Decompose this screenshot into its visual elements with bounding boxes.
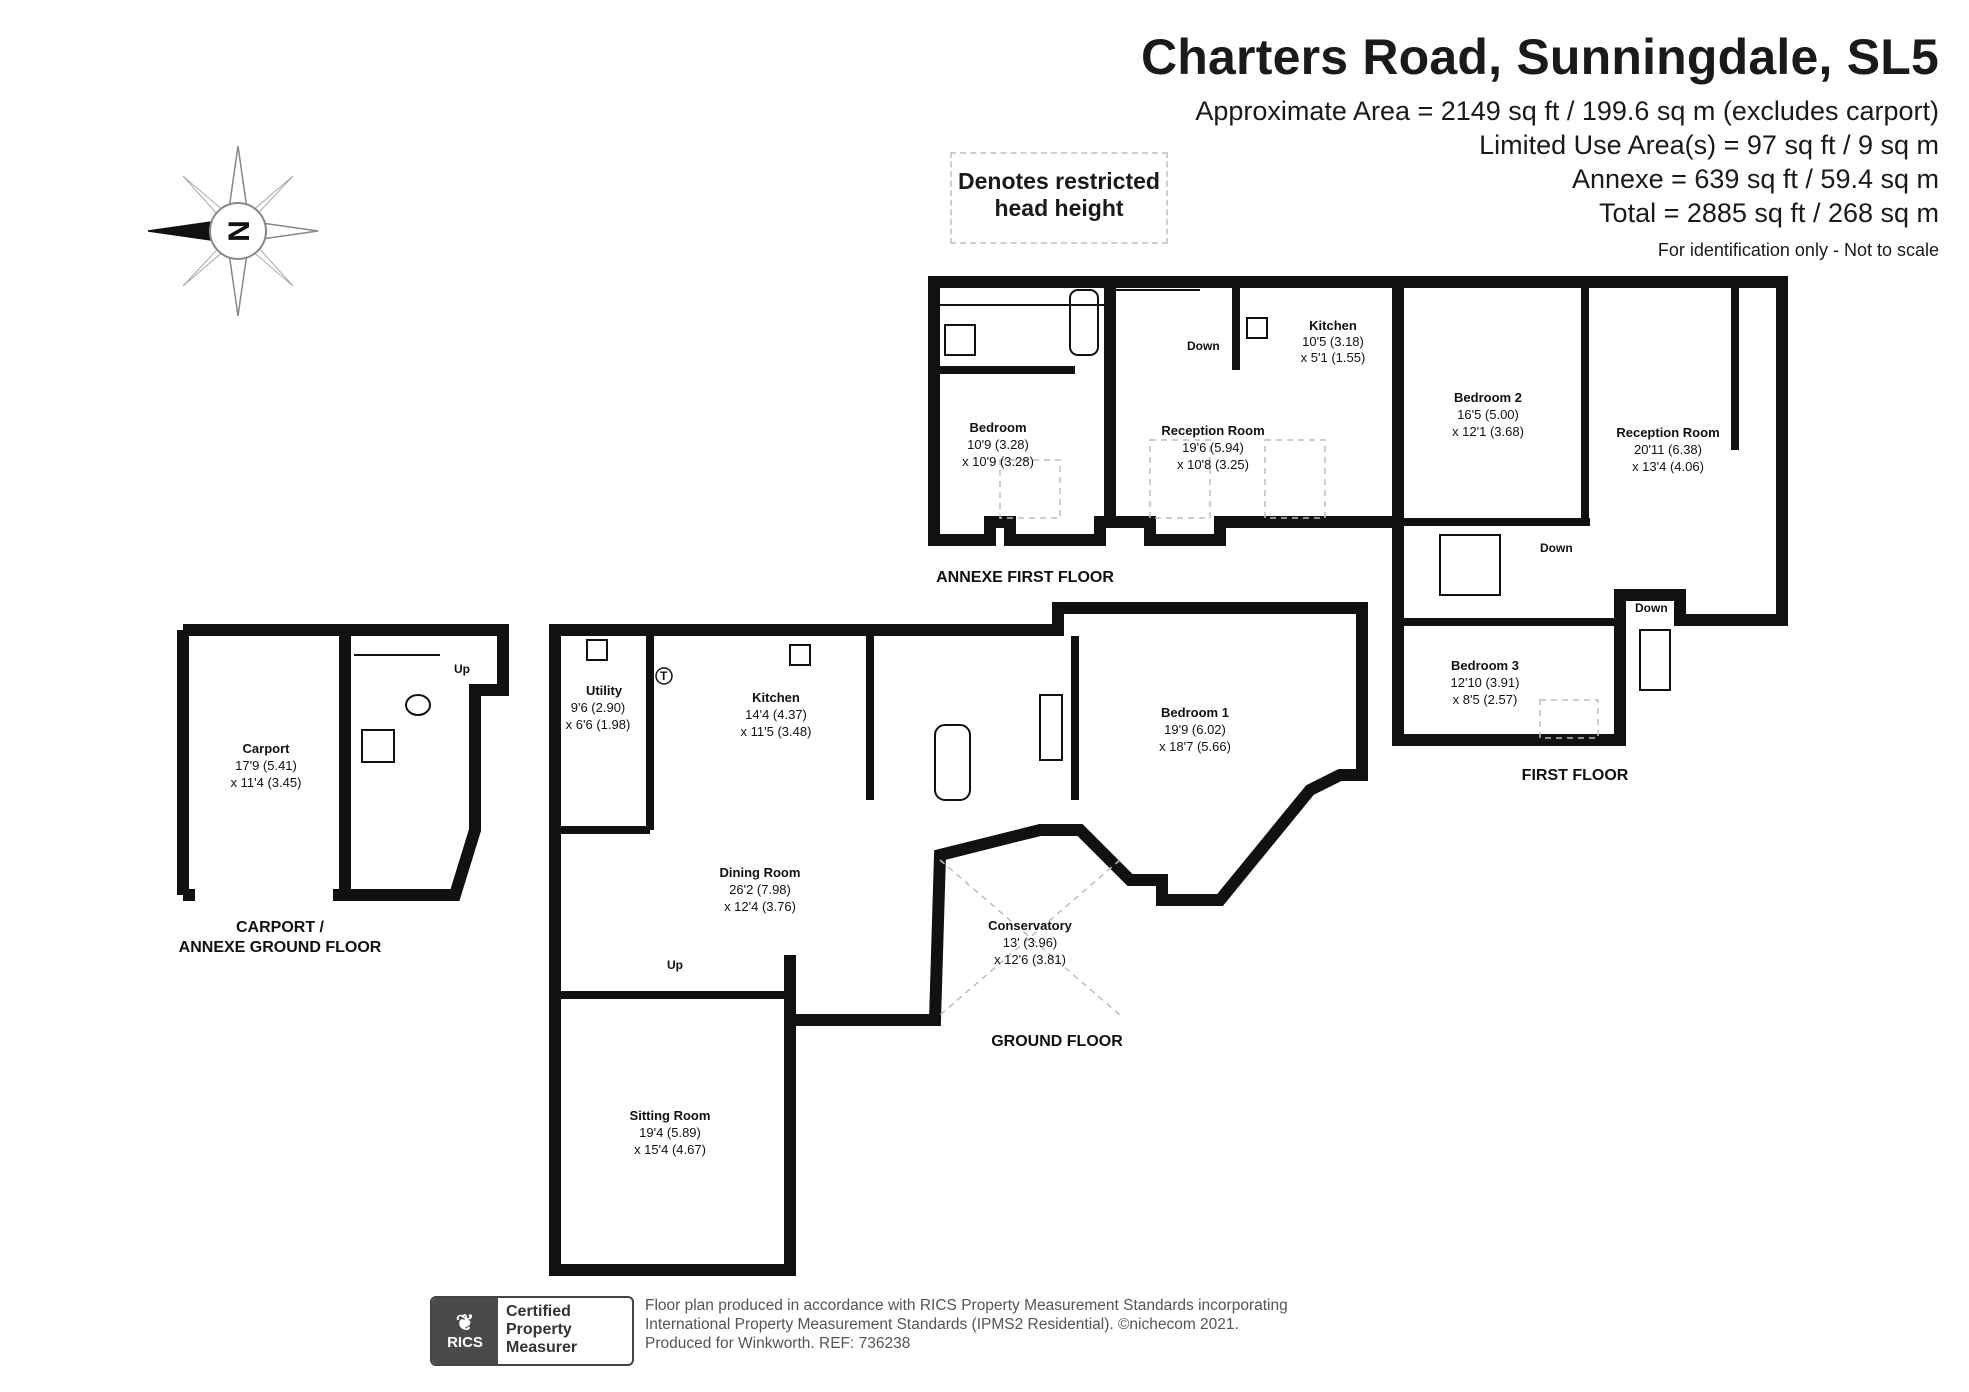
restricted-head-height-legend: Denotes restricted head height — [950, 152, 1168, 244]
conservatory-name: Conservatory — [988, 918, 1073, 933]
badge-line-1: Certified — [506, 1303, 571, 1320]
conservatory-dim1: 13' (3.96) — [1003, 935, 1058, 950]
utility-dim2: x 6'6 (1.98) — [566, 717, 631, 732]
rics-logo: ❦ RICS — [432, 1298, 498, 1364]
bedroom-3-dim1: 12'10 (3.91) — [1451, 675, 1520, 690]
carport-annexe-ground-plan — [177, 624, 509, 901]
utility-name: Utility — [586, 683, 623, 698]
first-floor-label: FIRST FLOOR — [1522, 767, 1629, 784]
utility-dim1: 9'6 (2.90) — [571, 700, 626, 715]
tank-icon — [655, 667, 673, 685]
compass-icon: N — [148, 146, 319, 316]
bedroom-2-dim2: x 12'1 (3.68) — [1452, 424, 1524, 439]
header: Charters Road, Sunningdale, SL5 Approxim… — [1141, 28, 1939, 261]
ground-stair-up-label: Up — [667, 958, 683, 972]
footer-line-3: Produced for Winkworth. REF: 736238 — [645, 1335, 911, 1352]
dining-room-dim2: x 12'4 (3.76) — [724, 899, 796, 914]
rics-badge-text: Certified Property Measurer — [498, 1298, 632, 1364]
first-reception-name: Reception Room — [1616, 425, 1719, 440]
ground-floor-plan — [549, 602, 1368, 1276]
identification-note: For identification only - Not to scale — [1657, 240, 1939, 260]
annexe-reception-dim1: 19'6 (5.94) — [1182, 440, 1244, 455]
bedroom-1-dim2: x 18'7 (5.66) — [1159, 739, 1231, 754]
ground-floor-label: GROUND FLOOR — [991, 1033, 1123, 1050]
limited-use-area: Limited Use Area(s) = 97 sq ft / 9 sq m — [1479, 130, 1939, 160]
bedroom-2-name: Bedroom 2 — [1454, 390, 1522, 405]
annexe-bedroom-dim2: x 10'9 (3.28) — [962, 454, 1034, 469]
dining-room-name: Dining Room — [720, 865, 801, 880]
approximate-area: Approximate Area = 2149 sq ft / 199.6 sq… — [1195, 96, 1939, 126]
annexe-area: Annexe = 639 sq ft / 59.4 sq m — [1572, 164, 1939, 194]
legend-line-1: Denotes restricted — [958, 168, 1160, 194]
legend-line-2: head height — [994, 195, 1124, 221]
property-title: Charters Road, Sunningdale, SL5 — [1141, 29, 1939, 85]
badge-line-2: Property — [506, 1321, 572, 1338]
bedroom-3-name: Bedroom 3 — [1451, 658, 1519, 673]
kitchen-name: Kitchen — [752, 690, 800, 705]
sitting-room-name: Sitting Room — [630, 1108, 711, 1123]
annexe-ground-stair-up-label: Up — [454, 662, 470, 676]
tank-label: T — [660, 669, 668, 683]
rics-org-label: RICS — [447, 1333, 483, 1351]
footer-disclaimer: Floor plan produced in accordance with R… — [645, 1296, 1405, 1353]
sitting-room-dim1: 19'4 (5.89) — [639, 1125, 701, 1140]
kitchen-dim2: x 11'5 (3.48) — [741, 724, 812, 739]
annexe-reception-name: Reception Room — [1161, 423, 1264, 438]
annexe-bedroom-name: Bedroom — [969, 420, 1026, 435]
first-rear-stair-down-label: Down — [1635, 601, 1668, 615]
conservatory-dim2: x 12'6 (3.81) — [994, 952, 1066, 967]
annexe-bedroom-dim1: 10'9 (3.28) — [967, 437, 1029, 452]
annexe-reception-dim2: x 10'8 (3.25) — [1177, 457, 1249, 472]
carport-floor-label-line1: CARPORT / — [236, 919, 325, 936]
kitchen-dim1: 14'4 (4.37) — [745, 707, 807, 722]
annexe-stair-down-label: Down — [1187, 339, 1220, 353]
carport-dim2: x 11'4 (3.45) — [231, 775, 302, 790]
compass-north-label: N — [223, 220, 256, 242]
carport-dim1: 17'9 (5.41) — [235, 758, 297, 773]
footer-line-2: International Property Measurement Stand… — [645, 1316, 1239, 1333]
carport-floor-label-line2: ANNEXE GROUND FLOOR — [179, 939, 382, 956]
annexe-kitchen-dim2: x 5'1 (1.55) — [1301, 350, 1366, 365]
annexe-first-floor-plan — [928, 276, 1404, 546]
first-reception-dim2: x 13'4 (4.06) — [1632, 459, 1704, 474]
bedroom-2-dim1: 16'5 (5.00) — [1457, 407, 1519, 422]
first-reception-dim1: 20'11 (6.38) — [1634, 442, 1702, 457]
total-area: Total = 2885 sq ft / 268 sq m — [1599, 198, 1939, 228]
badge-line-3: Measurer — [506, 1339, 578, 1356]
annexe-kitchen-dim1: 10'5 (3.18) — [1302, 334, 1364, 349]
bedroom-1-dim1: 19'9 (6.02) — [1164, 722, 1226, 737]
carport-name: Carport — [243, 741, 291, 756]
dining-room-dim1: 26'2 (7.98) — [729, 882, 791, 897]
bedroom-1-name: Bedroom 1 — [1161, 705, 1229, 720]
rics-crest-icon: ❦ — [455, 1309, 475, 1335]
rics-certified-badge: ❦ RICS Certified Property Measurer — [430, 1296, 634, 1366]
bedroom-3-dim2: x 8'5 (2.57) — [1453, 692, 1518, 707]
footer-line-1: Floor plan produced in accordance with R… — [645, 1297, 1288, 1314]
annexe-first-floor-label: ANNEXE FIRST FLOOR — [936, 569, 1114, 586]
annexe-kitchen-name: Kitchen — [1309, 318, 1357, 333]
first-floor-plan — [1392, 276, 1788, 746]
sitting-room-dim2: x 15'4 (4.67) — [634, 1142, 706, 1157]
first-stair-down-label: Down — [1540, 541, 1573, 555]
